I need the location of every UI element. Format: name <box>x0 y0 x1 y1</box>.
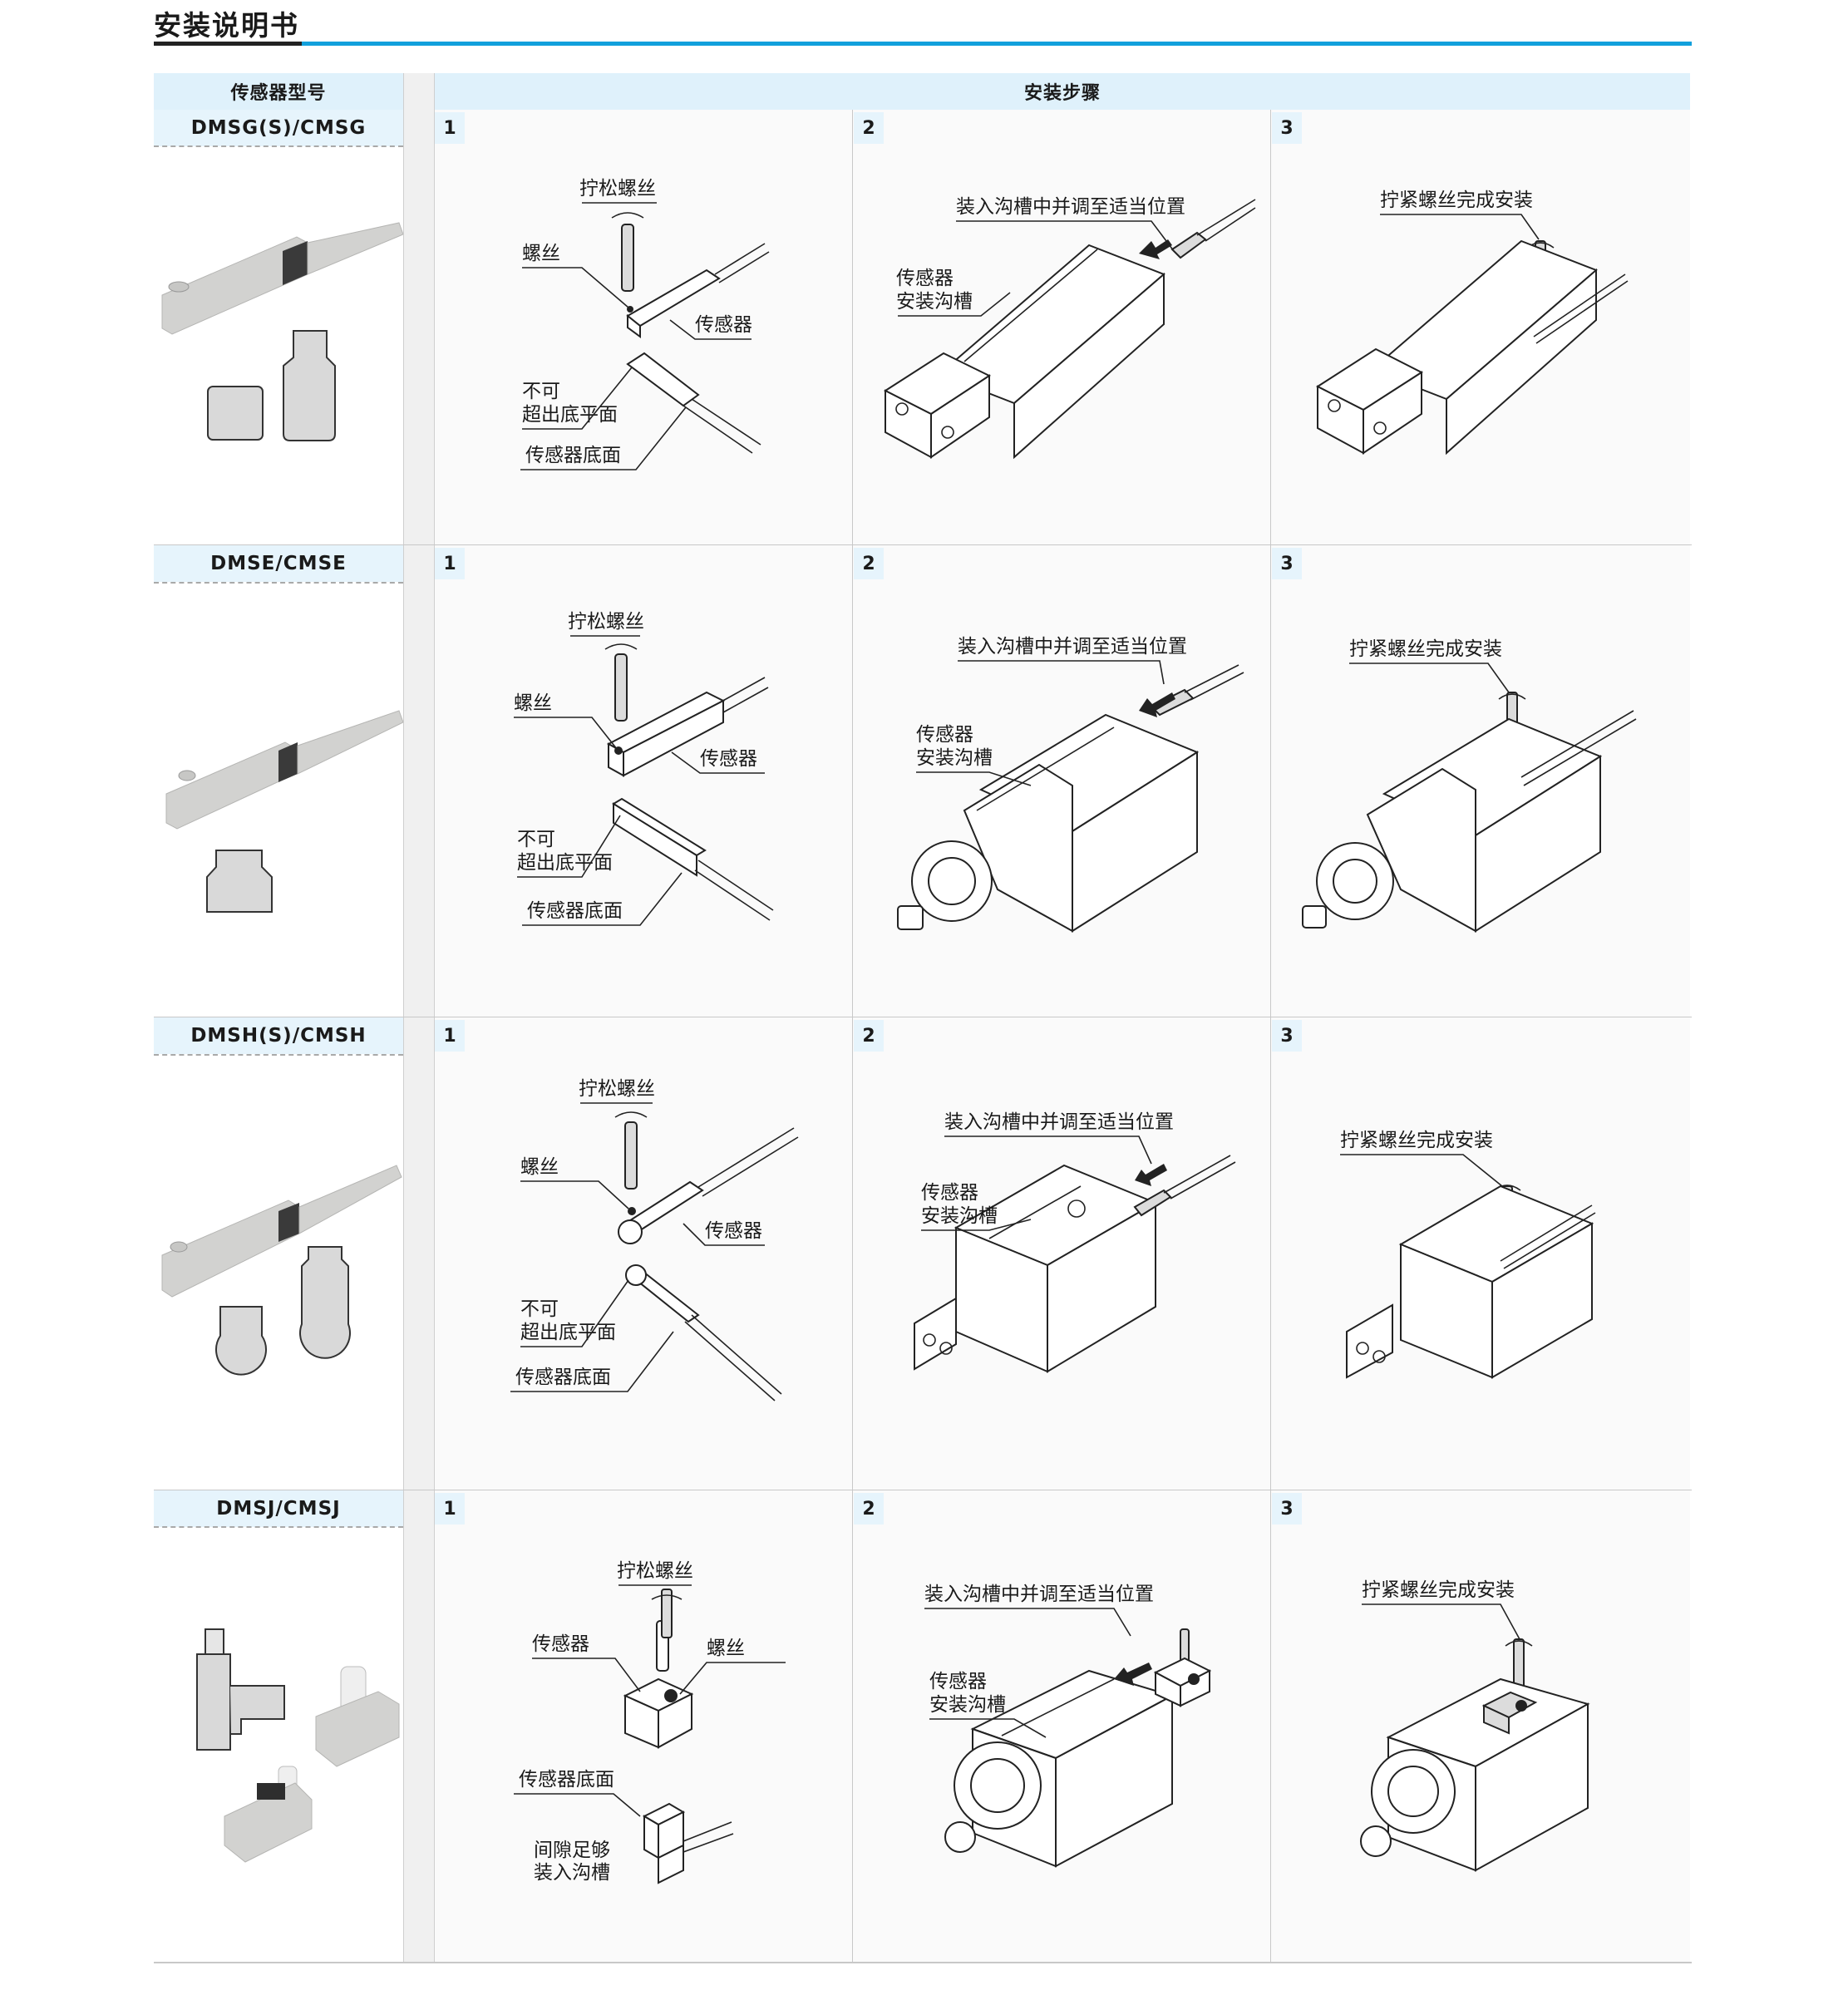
label-not-allowed: 不可 <box>520 1298 559 1320</box>
step3-tighten-diagram: 拧紧螺丝完成安装 <box>1302 638 1637 933</box>
step-number: 3 <box>1272 1020 1302 1052</box>
label-beyond-bottom: 超出底平面 <box>520 1322 616 1343</box>
label-beyond-bottom: 超出底平面 <box>517 852 613 874</box>
table-bottom-line <box>154 1962 1692 1963</box>
step2-insert-diagram: 装入沟槽中并调至适当位置 传感器 安装沟槽 <box>914 1111 1236 1373</box>
screwdriver-icon <box>614 653 628 722</box>
label-insert: 装入沟槽中并调至适当位置 <box>956 196 1185 218</box>
label-sensor: 传感器 <box>695 314 752 336</box>
label-tighten: 拧紧螺丝完成安装 <box>1362 1579 1515 1601</box>
label-sensor: 传感器 <box>532 1633 589 1655</box>
title-underline-accent <box>302 42 1692 46</box>
screwdriver-icon <box>661 1589 673 1638</box>
step-number: 2 <box>854 1020 884 1052</box>
step-number: 3 <box>1272 1493 1302 1525</box>
step-number: 1 <box>435 1493 465 1525</box>
model-divider <box>154 1054 403 1056</box>
label-screw: 螺丝 <box>707 1638 745 1659</box>
step1-loosen-diagram: 拧松螺丝 螺丝 传感器 不可 超出底平面 传感器底面 <box>510 1078 799 1401</box>
step1-loosen-diagram: 拧松螺丝 螺丝 传感器 不可 超出底平面 传感器底面 <box>514 611 774 926</box>
label-screw: 螺丝 <box>522 243 560 264</box>
screwdriver-icon <box>621 224 634 292</box>
label-groove: 安装沟槽 <box>921 1205 998 1227</box>
step3-tighten-diagram: 拧紧螺丝完成安装 <box>1340 1130 1596 1379</box>
label-sensor: 传感器 <box>705 1220 762 1242</box>
label-tighten: 拧紧螺丝完成安装 <box>1349 638 1502 660</box>
model-divider <box>154 1526 403 1528</box>
step1-loosen-diagram: 拧松螺丝 传感器 螺丝 传感器底面 间隙足够 装入沟槽 <box>514 1560 786 1884</box>
label-loosen: 拧松螺丝 <box>579 178 656 200</box>
step-divider-1 <box>852 110 853 1963</box>
label-tighten: 拧紧螺丝完成安装 <box>1380 190 1533 211</box>
document-title: 安装说明书 <box>154 9 299 42</box>
label-insert: 装入沟槽中并调至适当位置 <box>944 1111 1174 1133</box>
model-divider <box>154 582 403 584</box>
screwdriver-icon <box>1513 1638 1525 1690</box>
step-number: 3 <box>1272 548 1302 579</box>
title-underline-dark <box>154 42 302 46</box>
step3-tighten-diagram: 拧紧螺丝完成安装 <box>1315 190 1629 456</box>
label-insert: 装入沟槽中并调至适当位置 <box>924 1584 1154 1605</box>
label-sensor-bottom: 传感器底面 <box>527 900 623 922</box>
header-model: 传感器型号 <box>154 73 403 110</box>
step-number: 1 <box>435 548 465 579</box>
step2-insert-diagram: 装入沟槽中并调至适当位置 传感器 安装沟槽 <box>883 196 1256 460</box>
model-name: DMSH(S)/CMSH <box>154 1017 403 1054</box>
label-groove: 安装沟槽 <box>896 291 973 313</box>
label-sensor: 传感器 <box>929 1671 987 1692</box>
label-sensor: 传感器 <box>921 1182 978 1204</box>
label-screw: 螺丝 <box>520 1156 559 1178</box>
label-sensor-bottom: 传感器底面 <box>519 1769 614 1791</box>
label-sensor: 传感器 <box>916 724 973 746</box>
label-screw: 螺丝 <box>514 692 552 714</box>
sensor-photo-dmsh <box>161 1165 402 1376</box>
label-not-allowed: 不可 <box>517 829 555 850</box>
model-name: DMSE/CMSE <box>154 545 403 582</box>
label-into-groove: 装入沟槽 <box>534 1862 610 1884</box>
header-steps: 安装步骤 <box>435 73 1690 110</box>
label-sensor: 传感器 <box>700 748 757 770</box>
step2-insert-diagram: 装入沟槽中并调至适当位置 传感器 安装沟槽 <box>897 636 1244 933</box>
label-sensor-bottom: 传感器底面 <box>515 1367 611 1388</box>
label-loosen: 拧松螺丝 <box>568 611 644 633</box>
sensor-photo-dmsj <box>196 1628 400 1863</box>
screwdriver-icon <box>624 1121 638 1190</box>
label-groove: 安装沟槽 <box>916 747 993 769</box>
label-sensor-bottom: 传感器底面 <box>525 445 621 466</box>
step1-loosen-diagram: 拧松螺丝 螺丝 传感器 不可 超出底平面 传感器底面 <box>520 178 770 470</box>
label-beyond-bottom: 超出底平面 <box>522 404 618 426</box>
label-not-allowed: 不可 <box>522 381 560 402</box>
row-separator <box>154 544 1692 545</box>
step-number: 3 <box>1272 112 1302 144</box>
label-groove: 安装沟槽 <box>929 1694 1006 1716</box>
column-gutter <box>403 73 435 1963</box>
label-sensor: 传感器 <box>896 268 954 289</box>
step-divider-2 <box>1270 110 1271 1963</box>
step-number: 2 <box>854 548 884 579</box>
step-number: 2 <box>854 1493 884 1525</box>
step-number: 2 <box>854 112 884 144</box>
label-loosen: 拧松螺丝 <box>579 1078 655 1100</box>
label-tighten: 拧紧螺丝完成安装 <box>1340 1130 1493 1151</box>
model-divider <box>154 145 403 147</box>
model-name: DMSG(S)/CMSG <box>154 110 403 146</box>
step2-insert-diagram: 装入沟槽中并调至适当位置 传感器 安装沟槽 <box>924 1584 1212 1868</box>
step-number: 1 <box>435 1020 465 1052</box>
sensor-photo-dmse <box>165 710 403 913</box>
step3-tighten-diagram: 拧紧螺丝完成安装 <box>1360 1579 1590 1872</box>
label-loosen: 拧松螺丝 <box>617 1560 693 1582</box>
model-name: DMSJ/CMSJ <box>154 1490 403 1527</box>
sensor-photo-dmsg <box>161 222 403 441</box>
label-gap-enough: 间隙足够 <box>534 1840 610 1861</box>
label-insert: 装入沟槽中并调至适当位置 <box>958 636 1187 658</box>
step-number: 1 <box>435 112 465 144</box>
